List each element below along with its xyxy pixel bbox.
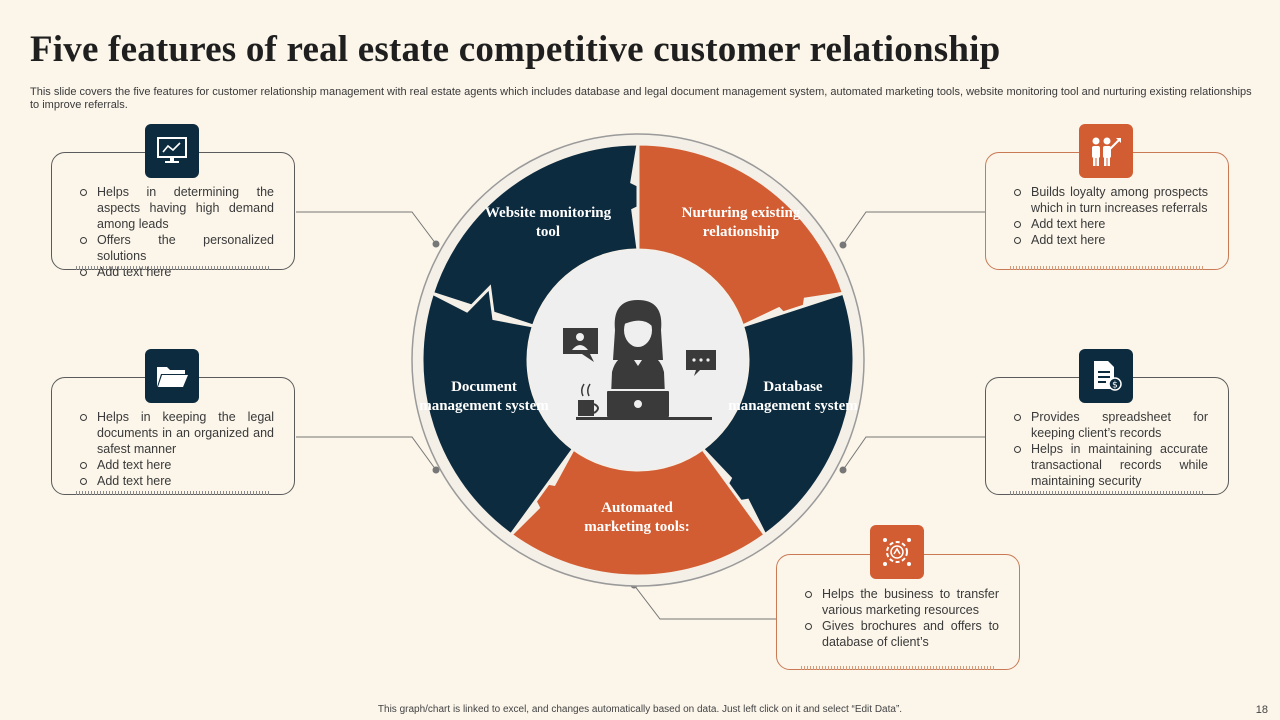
folder-icon [145,349,199,403]
connector-document [296,436,437,471]
card-document-list: Helps in keeping the legal documents in … [80,409,274,489]
card-nurturing: Builds loyalty among prospects which in … [985,152,1229,270]
connector-dot-database [839,466,847,474]
marketing-gear-icon [870,525,924,579]
segment-label-website: Website monitoring tool [484,205,612,240]
connector-dot-document [432,466,440,474]
card-website: Helps in determining the aspects having … [51,152,295,279]
diagram-segments [420,142,856,578]
segment-label-document: Document management system [419,379,549,414]
people-growth-icon [1079,124,1133,178]
connector-nurturing [842,211,985,246]
card-bullet-item: Add text here [80,457,274,473]
page-subtitle: This slide covers the five features for … [30,86,1252,111]
card-bullet-item: Offers the personalized solutions [80,232,274,264]
svg-text:$: $ [1112,381,1118,391]
card-bullet-item: Helps in keeping the legal documents in … [80,409,274,457]
card-database: Provides spreadsheet for keeping client’… [985,377,1229,495]
card-bullet-item: Add text here [80,473,274,489]
card-bullet-item: Gives brochures and offers to database o… [805,618,999,650]
card-bullet-item: Provides spreadsheet for keeping client’… [1014,409,1208,441]
connector-automated [633,584,776,620]
connector-dot-nurturing [839,241,847,249]
card-website-list: Helps in determining the aspects having … [80,184,274,280]
spreadsheet-dollar-icon: $ [1079,349,1133,403]
card-bullet-item: Add text here [80,264,274,280]
connector-database [842,436,985,471]
card-nurturing-list: Builds loyalty among prospects which in … [1014,184,1208,248]
card-bullet-item: Helps the business to transfer various m… [805,586,999,618]
card-bullet-item: Helps in determining the aspects having … [80,184,274,232]
monitor-analytics-icon [145,124,199,178]
card-database-list: Provides spreadsheet for keeping client’… [1014,409,1208,489]
card-bullet-item: Builds loyalty among prospects which in … [1014,184,1208,216]
page-title: Five features of real estate competitive… [30,29,1001,70]
connector-dot-website [432,240,440,248]
segment-label-database: Database management system [728,379,858,414]
customer-support-agent-icon [563,300,716,420]
footer-note: This graph/chart is linked to excel, and… [377,704,903,715]
segment-label-automated: Automated marketing tools: [584,500,690,535]
card-bullet-item: Helps in maintaining accurate transactio… [1014,441,1208,489]
card-bullet-item: Add text here [1014,216,1208,232]
connector-website [296,211,437,245]
segment-label-nurturing: Nurturing existing relationship [681,205,801,240]
page-number: 18 [1255,704,1268,716]
card-automated-list: Helps the business to transfer various m… [805,586,999,650]
card-bullet-item: Add text here [1014,232,1208,248]
